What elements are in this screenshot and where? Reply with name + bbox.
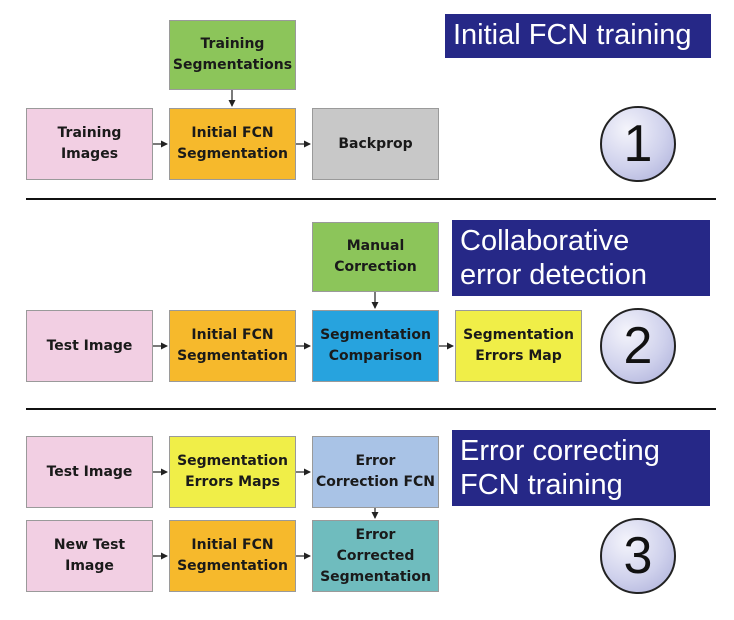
section-2-title: Collaborative error detection xyxy=(452,220,710,296)
section-1-number-circle: 1 xyxy=(600,106,676,182)
training-segmentations-box: Training Segmentations xyxy=(169,20,296,90)
training-images-box: Training Images xyxy=(26,108,153,180)
initial-fcn-segmentation-box-2: Initial FCN Segmentation xyxy=(169,310,296,382)
section-1-title: Initial FCN training xyxy=(445,14,711,58)
test-image-box-3: Test Image xyxy=(26,436,153,508)
section-divider-2 xyxy=(26,408,716,410)
segmentation-comparison-box: Segmentation Comparison xyxy=(312,310,439,382)
segmentation-errors-maps-box: Segmentation Errors Maps xyxy=(169,436,296,508)
test-image-box-2: Test Image xyxy=(26,310,153,382)
section-divider-1 xyxy=(26,198,716,200)
segmentation-errors-map-box: Segmentation Errors Map xyxy=(455,310,582,382)
error-corrected-segmentation-box: Error Corrected Segmentation xyxy=(312,520,439,592)
section-2-number-circle: 2 xyxy=(600,308,676,384)
section-3-title: Error correcting FCN training xyxy=(452,430,710,506)
initial-fcn-segmentation-box-1: Initial FCN Segmentation xyxy=(169,108,296,180)
initial-fcn-segmentation-box-3: Initial FCN Segmentation xyxy=(169,520,296,592)
new-test-image-box: New Test Image xyxy=(26,520,153,592)
error-correction-fcn-box: Error Correction FCN xyxy=(312,436,439,508)
manual-correction-box: Manual Correction xyxy=(312,222,439,292)
backprop-box: Backprop xyxy=(312,108,439,180)
section-3-number-circle: 3 xyxy=(600,518,676,594)
